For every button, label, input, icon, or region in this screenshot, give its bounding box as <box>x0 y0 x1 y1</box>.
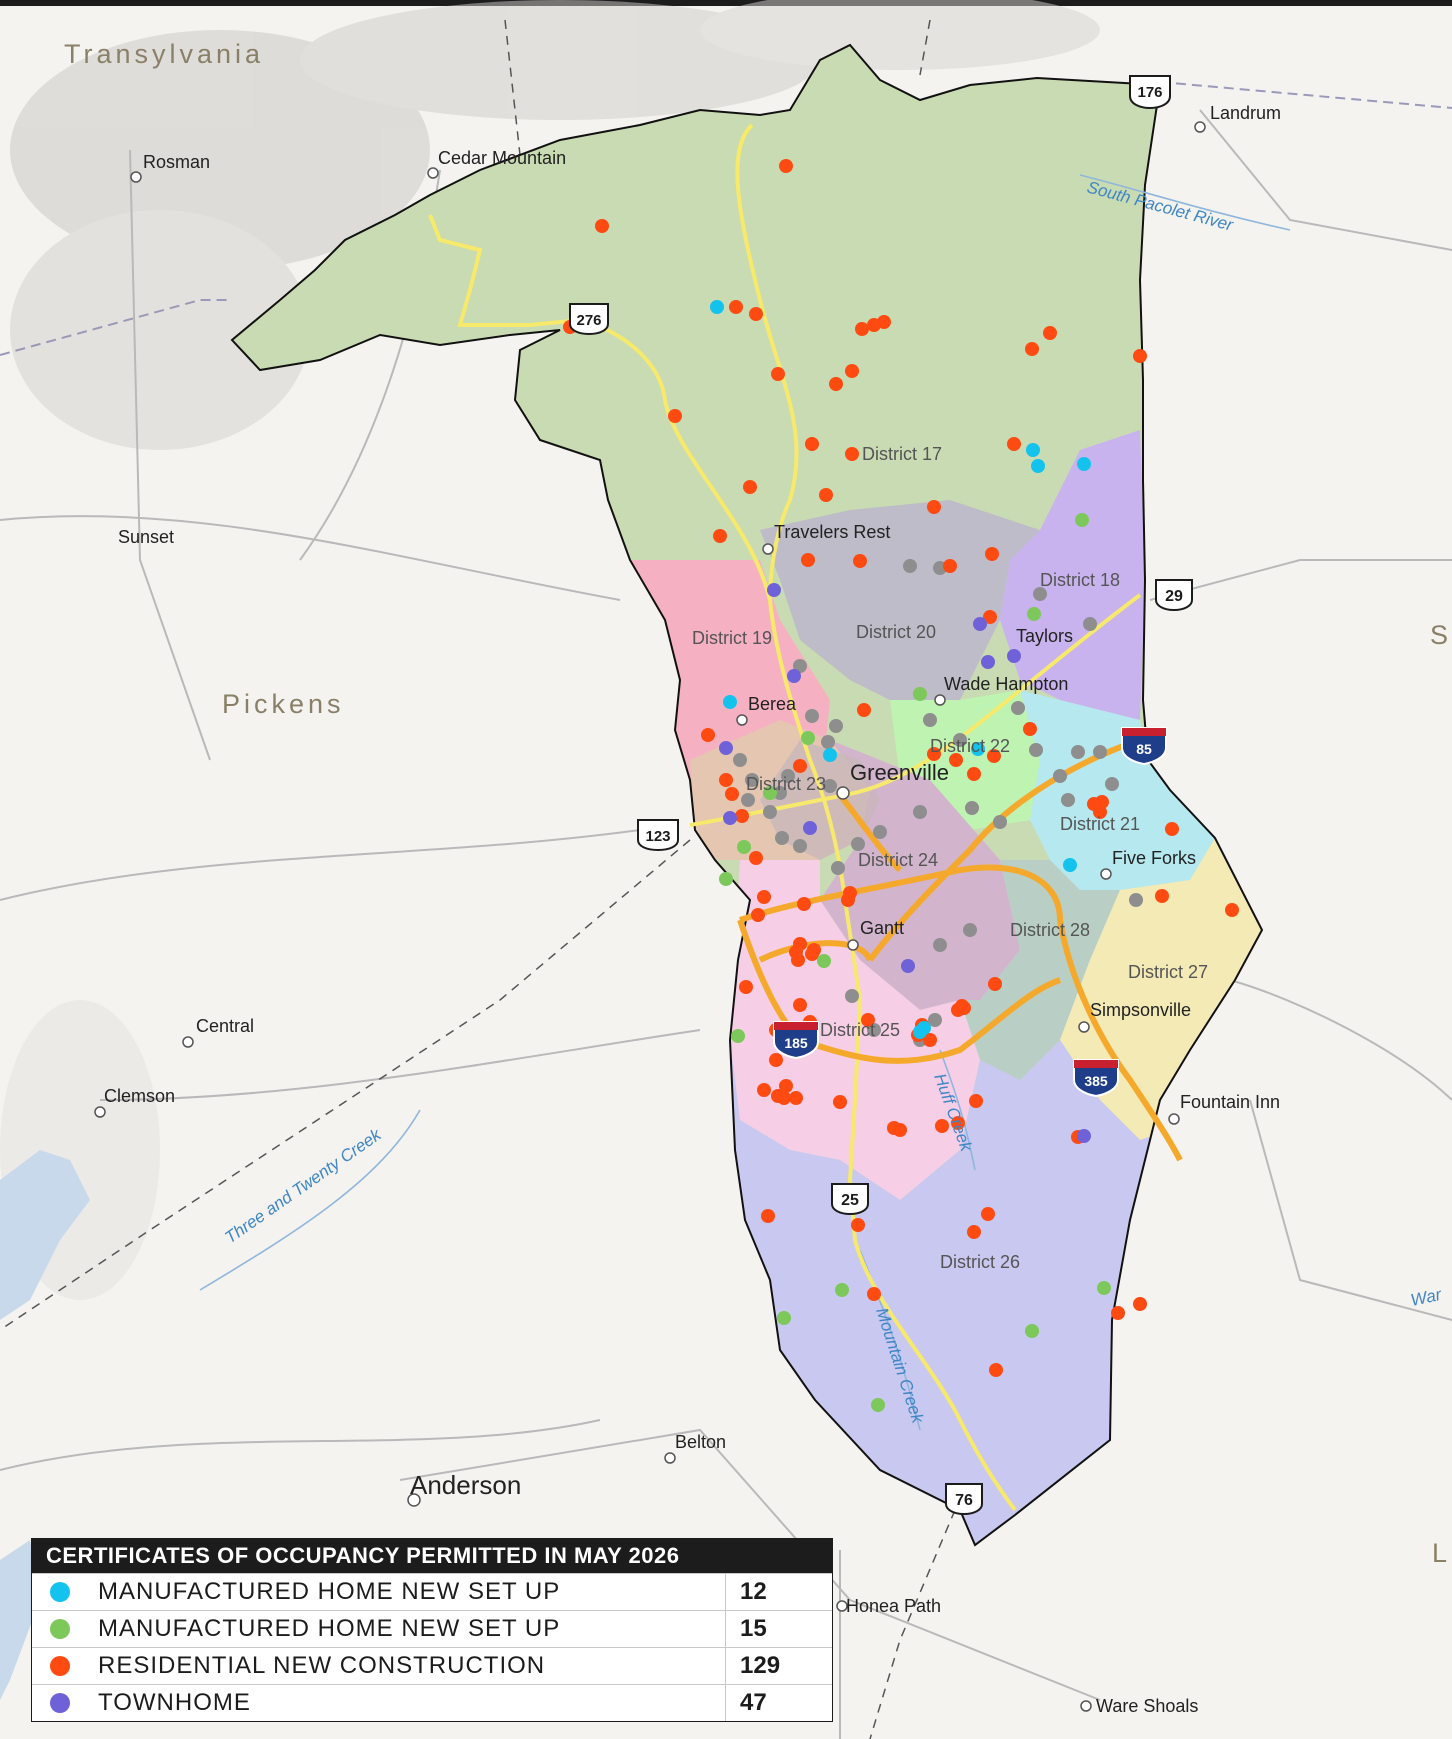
district-label-26: District 26 <box>940 1252 1020 1272</box>
svg-text:185: 185 <box>784 1035 808 1051</box>
city-label-anderson: Anderson <box>410 1470 521 1500</box>
district-label-25: District 25 <box>820 1020 900 1040</box>
city-label-honea-path: Honea Path <box>846 1596 941 1616</box>
district-label-18: District 18 <box>1040 570 1120 590</box>
city-label-taylors: Taylors <box>1016 626 1073 646</box>
town-markers <box>94 121 1206 1712</box>
district-21-area <box>1020 690 1215 890</box>
city-label-belton: Belton <box>675 1432 726 1452</box>
region-label-pickens: Pickens <box>222 689 345 719</box>
legend-label: MANUFACTURED HOME NEW SET UP <box>98 1574 726 1610</box>
district-label-17: District 17 <box>862 444 942 464</box>
shield-i185: 185 <box>773 1021 819 1060</box>
district-label-19: District 19 <box>692 628 772 648</box>
city-label-landrum: Landrum <box>1210 103 1281 123</box>
county-boundary <box>230 43 1264 1547</box>
manufactured-cyan-swatch-icon <box>50 1582 70 1602</box>
svg-text:76: 76 <box>955 1492 973 1509</box>
city-label-central: Central <box>196 1016 254 1036</box>
district-label-27: District 27 <box>1128 962 1208 982</box>
townhome-swatch-icon <box>50 1693 70 1713</box>
svg-text:25: 25 <box>841 1192 859 1209</box>
city-label-fountain-inn: Fountain Inn <box>1180 1092 1280 1112</box>
city-label-greenville: Greenville <box>850 760 949 785</box>
district-label-28: District 28 <box>1010 920 1090 940</box>
city-label-wade-hampton: Wade Hampton <box>944 674 1068 694</box>
district-18-area <box>1000 430 1145 720</box>
townhome-points <box>719 583 1091 1143</box>
district-label-23: District 23 <box>746 774 826 794</box>
city-label-berea: Berea <box>748 694 797 714</box>
legend-row-manufactured-green: MANUFACTURED HOME NEW SET UP 15 <box>32 1610 832 1647</box>
legend-title: CERTIFICATES OF OCCUPANCY PERMITTED IN M… <box>32 1539 832 1573</box>
top-border <box>0 0 1452 6</box>
legend-row-manufactured-cyan: MANUFACTURED HOME NEW SET UP 12 <box>32 1573 832 1610</box>
city-label-five-forks: Five Forks <box>1112 848 1196 868</box>
legend-row-residential: RESIDENTIAL NEW CONSTRUCTION 129 <box>32 1647 832 1684</box>
region-label-l-edge: L <box>1432 1538 1447 1568</box>
legend-count: 12 <box>740 1578 767 1605</box>
lake-hartwell <box>0 1150 90 1320</box>
district-label-20: District 20 <box>856 622 936 642</box>
manufactured-green-swatch-icon <box>50 1619 70 1639</box>
residential-swatch-icon <box>50 1656 70 1676</box>
district-28-area <box>960 860 1120 1080</box>
svg-text:85: 85 <box>1136 741 1152 757</box>
svg-text:176: 176 <box>1137 84 1162 101</box>
shield-us25: 25 <box>831 1183 869 1216</box>
city-label-sunset: Sunset <box>118 527 174 547</box>
region-label-s-edge: S <box>1430 620 1448 650</box>
city-label-cedar-mountain: Cedar Mountain <box>438 148 566 168</box>
district-label-22: District 22 <box>930 736 1010 756</box>
legend-row-townhome: TOWNHOME 47 <box>32 1684 832 1721</box>
legend-count: 129 <box>740 1652 781 1679</box>
shield-us123: 123 <box>637 819 679 852</box>
relief-shading <box>10 0 1100 450</box>
legend-count: 47 <box>740 1689 767 1716</box>
svg-text:385: 385 <box>1084 1073 1108 1089</box>
city-label-travelers-rest: Travelers Rest <box>774 522 890 542</box>
city-label-gantt: Gantt <box>860 918 904 938</box>
city-label-rosman: Rosman <box>143 152 210 172</box>
shield-us76: 76 <box>945 1483 983 1516</box>
shield-us176: 176 <box>1129 75 1171 110</box>
district-label-21: District 21 <box>1060 814 1140 834</box>
city-label-simpsonville: Simpsonville <box>1090 1000 1191 1020</box>
city-label-clemson: Clemson <box>104 1086 175 1106</box>
legend-count: 15 <box>740 1615 767 1642</box>
manufactured-green-points <box>719 513 1111 1412</box>
district-26-area <box>730 1040 1170 1545</box>
manufactured-cyan-points <box>710 300 1091 1039</box>
legend: CERTIFICATES OF OCCUPANCY PERMITTED IN M… <box>31 1538 833 1722</box>
region-label-transylvania: Transylvania <box>64 39 264 69</box>
residential-points <box>563 159 1239 1377</box>
shield-i385: 385 <box>1073 1059 1119 1098</box>
svg-text:276: 276 <box>576 312 601 329</box>
shield-i85: 85 <box>1121 727 1167 766</box>
legend-label: TOWNHOME <box>98 1685 726 1721</box>
shield-us29: 29 <box>1155 579 1193 612</box>
district-20-area <box>760 500 1040 700</box>
city-label-ware-shoals: Ware Shoals <box>1096 1696 1198 1716</box>
state-boundary <box>0 81 1452 356</box>
shield-us276: 276 <box>569 303 609 336</box>
legend-label: MANUFACTURED HOME NEW SET UP <box>98 1611 726 1647</box>
legend-label: RESIDENTIAL NEW CONSTRUCTION <box>98 1648 726 1684</box>
lake-south <box>0 1540 40 1700</box>
svg-text:29: 29 <box>1165 588 1183 605</box>
svg-text:123: 123 <box>645 828 670 845</box>
district-label-24: District 24 <box>858 850 938 870</box>
